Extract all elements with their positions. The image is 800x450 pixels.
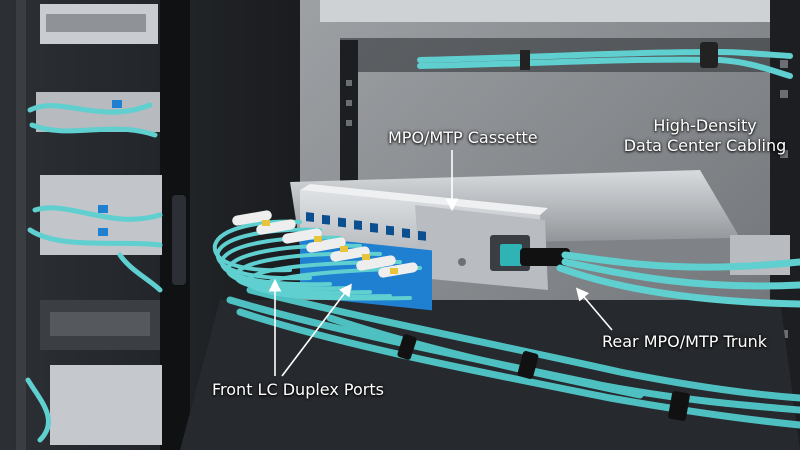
rack-door-handle (172, 195, 186, 285)
callout-front-lc-duplex-ports: Front LC Duplex Ports (212, 380, 384, 399)
lower-aqua-cables (226, 286, 800, 429)
callout-high-density-line1: High-Density (653, 116, 757, 135)
left-rack-aqua-cables (25, 102, 163, 443)
callout-mpo-mtp-cassette: MPO/MTP Cassette (388, 128, 538, 147)
top-aqua-bundle (417, 48, 793, 79)
callout-arrows (268, 150, 613, 377)
callout-high-density-line2: Data Center Cabling (623, 136, 787, 155)
rear-mpo-connector (500, 244, 522, 266)
callout-high-density-cabling: High-Density Data Center Cabling (620, 116, 790, 156)
rear-mpo-boot (520, 248, 570, 266)
callout-rear-mpo-mtp-trunk: Rear MPO/MTP Trunk (602, 332, 768, 351)
top-equipment-unit (320, 0, 780, 22)
left-server-unit (50, 365, 162, 445)
rear-mpo-trunk-cables (556, 251, 800, 308)
